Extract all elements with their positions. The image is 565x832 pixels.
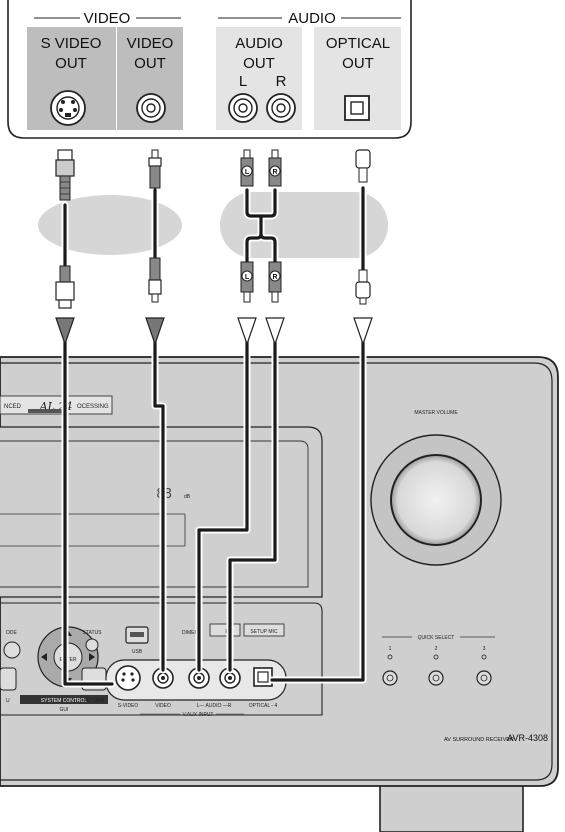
- master-volume-knob[interactable]: [370, 434, 502, 566]
- audio-out-label-2: OUT: [243, 55, 275, 72]
- optical-out-label-2: OUT: [342, 55, 374, 72]
- display-unit: dB: [184, 494, 191, 500]
- cable-mark-left-bottom: L: [245, 274, 250, 281]
- usb-label: USB: [132, 649, 143, 655]
- cursor-left-icon[interactable]: [41, 653, 47, 661]
- model-line: AV SURROUND RECEIVER: [444, 737, 514, 743]
- front-svideo-label: S-VIDEO: [118, 703, 139, 709]
- return-label: RETURN: [84, 698, 105, 704]
- u-button[interactable]: [0, 667, 17, 691]
- quick-select-group: QUICK SELECT 1 2 3: [382, 635, 495, 686]
- video-jack-icon: [136, 93, 166, 123]
- audio-group-label: AUDIO: [288, 10, 336, 27]
- cursor-right-icon[interactable]: [89, 653, 95, 661]
- master-volume-label: MASTER VOLUME: [414, 410, 458, 416]
- cable-mark-right-top: R: [272, 169, 277, 176]
- video-plug-top-icon: [148, 149, 162, 189]
- quick-select-label: QUICK SELECT: [418, 635, 455, 641]
- front-audio-label: L— AUDIO —R: [197, 703, 232, 709]
- front-optical-label: OPTICAL - 4: [249, 703, 278, 709]
- audio-out-label-1: AUDIO: [235, 35, 283, 52]
- mode-label: ODE: [6, 630, 18, 636]
- mode-button[interactable]: [3, 641, 21, 659]
- audio-right-direction-arrow-icon: [265, 317, 285, 346]
- optical-jack-icon: [344, 95, 370, 121]
- svideo-out-label-1: S VIDEO: [41, 35, 102, 52]
- quick-select-number-1: 1: [389, 646, 392, 652]
- audio-left-jack-icon: [228, 93, 258, 123]
- audio-plug-bottom-left-icon: [240, 261, 254, 303]
- video-group-label: VIDEO: [84, 10, 131, 27]
- quick-select-button-2[interactable]: [428, 670, 444, 686]
- front-optical-jack-icon: [253, 667, 273, 687]
- quick-select-number-3: 3: [483, 646, 486, 652]
- video-out-label-1: VIDEO: [127, 35, 174, 52]
- vaux-input-label: V.AUX INPUT: [183, 712, 214, 718]
- front-audio-right-jack-icon: [219, 667, 241, 689]
- system-control-label: SYSTEM CONTROL: [41, 698, 88, 704]
- audio-left-label: L: [239, 73, 247, 90]
- optical-out-label-1: OPTICAL: [326, 35, 390, 52]
- model-name: AVR-4308: [507, 733, 548, 743]
- al24-logo: NCED AL 24 OCESSING: [0, 395, 113, 415]
- logo-left-text: NCED: [4, 404, 22, 410]
- svideo-plug-top-icon: [55, 149, 75, 201]
- audio-left-direction-arrow-icon: [237, 317, 257, 346]
- optical-direction-arrow-icon: [353, 317, 373, 346]
- source-device-panel: VIDEO AUDIO S VIDEO OUT VIDEO OUT AUDIO …: [7, 0, 412, 139]
- setup-mic-jack[interactable]: [243, 623, 285, 637]
- audio-plug-bottom-right-icon: [268, 261, 282, 303]
- system-control-bar: [20, 695, 108, 704]
- status-label: STATUS: [83, 630, 103, 636]
- front-audio-left-jack-icon: [188, 667, 210, 689]
- svideo-jack-icon: [50, 90, 86, 126]
- audio-plug-top-right-icon: [268, 149, 282, 187]
- audio-right-jack-icon: [266, 93, 296, 123]
- svideo-out-label-2: OUT: [55, 55, 87, 72]
- front-video-jack-icon: [152, 667, 174, 689]
- status-button[interactable]: [85, 638, 99, 652]
- logo-right-text: OCESSING: [77, 404, 109, 410]
- setup-mic-label: SETUP MIC: [250, 629, 278, 635]
- front-video-label: VIDEO: [155, 703, 171, 709]
- optical-plug-bottom-icon: [355, 269, 371, 305]
- audio-plug-top-left-icon: [240, 149, 254, 187]
- cable-mark-right-bottom: R: [272, 274, 277, 281]
- dimmer-label: DIMER: [182, 630, 199, 636]
- receiver-body: 88 dB NCED AL 24 OCESSING MASTER VOLUME …: [0, 356, 559, 832]
- video-plug-bottom-icon: [148, 257, 162, 303]
- audio-cable-band: [220, 192, 388, 258]
- video-cable-band: [38, 195, 182, 255]
- u-label: U: [6, 698, 10, 704]
- quick-select-button-1[interactable]: [382, 670, 398, 686]
- cables: [61, 184, 367, 688]
- gui-label: GUI: [60, 707, 69, 713]
- receiver-foot: [379, 784, 524, 832]
- optical-plug-top-icon: [355, 149, 371, 183]
- usb-port[interactable]: [125, 626, 149, 644]
- front-svideo-jack-icon: [115, 665, 141, 691]
- svideo-plug-bottom-icon: [55, 265, 75, 309]
- audio-right-label: R: [276, 73, 287, 90]
- video-out-label-2: OUT: [134, 55, 166, 72]
- svideo-direction-arrow-icon: [55, 317, 75, 346]
- quick-select-number-2: 2: [435, 646, 438, 652]
- video-direction-arrow-icon: [145, 317, 165, 346]
- quick-select-button-3[interactable]: [476, 670, 492, 686]
- cable-mark-left-top: L: [245, 169, 250, 176]
